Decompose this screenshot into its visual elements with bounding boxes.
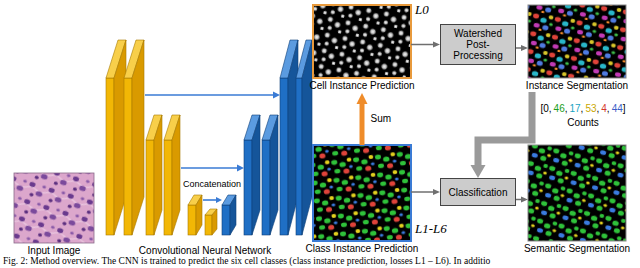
process-box: Classification	[440, 178, 516, 206]
process-box: Watershed Post-Processing	[440, 24, 516, 65]
rect-shape	[280, 78, 288, 235]
polygon-shape	[132, 40, 144, 235]
arrowhead	[471, 165, 486, 178]
panel-caption: Input Image	[28, 245, 81, 256]
counts-row: [0,46,17,53,4,44]	[540, 103, 625, 115]
rect-shape	[188, 205, 196, 235]
rect-shape	[244, 140, 252, 235]
connector-line	[411, 44, 434, 46]
count-value: 0	[543, 103, 549, 115]
count-value: ,	[607, 103, 610, 115]
input-image	[14, 173, 94, 243]
count-value: 17	[569, 103, 580, 115]
connector-line	[360, 102, 365, 145]
arrowhead	[521, 197, 528, 203]
polygon-shape	[270, 115, 278, 235]
rect-shape	[106, 78, 114, 235]
rect-shape	[262, 140, 270, 235]
loss-label: L0	[415, 2, 429, 17]
arrowhead	[521, 45, 528, 51]
count-value: [	[540, 103, 543, 115]
connector	[516, 197, 528, 203]
box-text: Watershed Post-Processing	[446, 28, 510, 61]
polygon-shape	[230, 195, 236, 235]
polygon-shape	[302, 40, 312, 235]
cell-instance-image	[313, 5, 411, 78]
semantic-segmentation-image	[528, 145, 626, 241]
count-value: ,	[581, 103, 584, 115]
count-value: 53	[585, 103, 596, 115]
rect-shape	[205, 215, 212, 235]
rect-shape	[164, 140, 172, 235]
connector	[357, 93, 368, 145]
counts-label: Counts	[567, 117, 599, 128]
encoder-blocks	[106, 40, 217, 235]
polygon-shape	[172, 115, 180, 235]
count-value: ,	[549, 103, 552, 115]
arrowhead	[433, 189, 440, 195]
image-panel: Semantic Segmentation	[528, 145, 626, 254]
rect-shape	[222, 205, 230, 235]
count-value: ,	[597, 103, 600, 115]
instance-segmentation-image	[528, 5, 626, 78]
rect-shape	[146, 140, 154, 235]
connector	[471, 92, 533, 178]
image-panel: Instance Segmentation	[528, 5, 626, 91]
count-value: 4	[601, 103, 607, 115]
concatenation-label: Concatenation	[183, 179, 241, 190]
loss-label: L1-L6	[415, 221, 447, 236]
polygon-shape	[252, 115, 260, 235]
connector	[516, 45, 528, 51]
image-panel: Input Image	[14, 173, 94, 256]
connector-line	[411, 191, 434, 193]
box-text: Classification	[449, 187, 508, 198]
panel-caption: Cell Instance Prediction	[309, 80, 414, 91]
connector	[411, 189, 440, 195]
connector-line	[478, 92, 532, 168]
line-shape	[181, 167, 238, 169]
rect-shape	[124, 78, 132, 235]
connector	[411, 42, 440, 48]
arrowhead	[357, 93, 368, 104]
count-value: ,	[565, 103, 568, 115]
polygon-shape	[237, 165, 244, 172]
panel-caption: Class Instance Prediction	[306, 243, 419, 254]
count-value: 46	[554, 103, 565, 115]
polygon-shape	[154, 115, 162, 235]
count-value: 44	[612, 103, 623, 115]
count-value: ]	[623, 103, 626, 115]
edge-label: Sum	[370, 113, 393, 125]
panel-caption: Instance Segmentation	[526, 80, 628, 91]
panel-caption: Convolutional Neural Network	[139, 245, 271, 256]
image-panel: Cell Instance Prediction	[313, 5, 411, 91]
rect-shape	[296, 78, 302, 235]
skip-arrows	[145, 92, 280, 204]
decoder-blocks	[222, 40, 312, 235]
polygon-shape	[212, 209, 217, 235]
polygon-shape	[273, 92, 280, 99]
line-shape	[203, 199, 217, 201]
image-panel: Convolutional Neural Network	[100, 38, 310, 256]
panel-caption: Semantic Segmentation	[524, 243, 630, 254]
polygon-shape	[196, 195, 202, 235]
polygon-shape	[216, 197, 222, 203]
class-instance-image	[313, 145, 411, 241]
image-panel: Class Instance Prediction	[313, 145, 411, 254]
figure-caption: Fig. 2: Method overview. The CNN is trai…	[3, 256, 490, 267]
arrowhead	[433, 42, 440, 48]
line-shape	[145, 94, 274, 96]
